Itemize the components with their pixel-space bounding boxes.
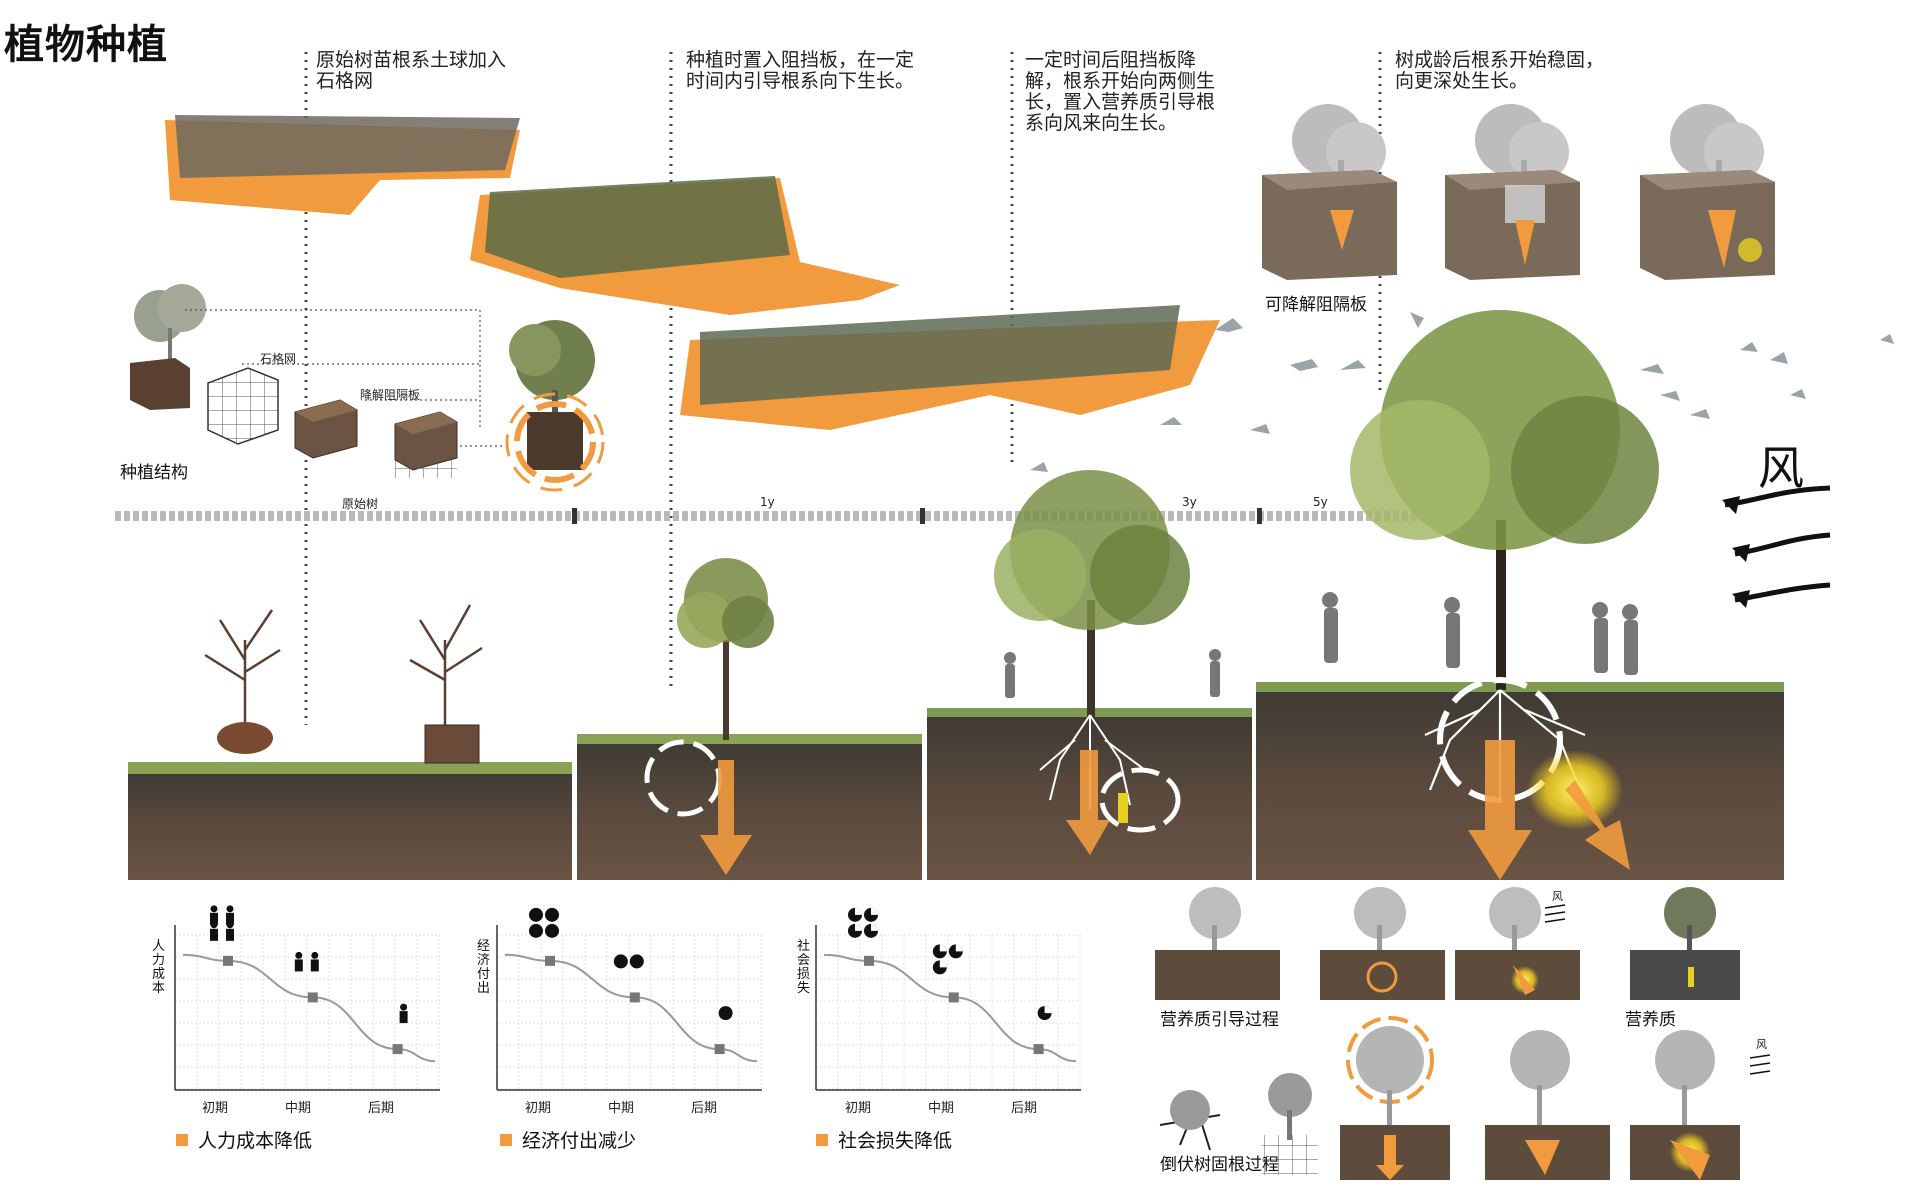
structure-cubes [130, 284, 605, 492]
wind-label-small-1: 风 [1552, 890, 1563, 903]
barrier-cubes [1262, 104, 1775, 280]
chart2-point-中期 [629, 992, 640, 1003]
pie-icon [955, 944, 963, 952]
note-barrier-down: 种植时置入阻挡板，在一定时间内引导根系向下生长。 [686, 49, 915, 92]
timeline-label-1y: 1y [760, 495, 775, 509]
saplings [204, 604, 483, 730]
chart3-legend-swatch [816, 1134, 828, 1146]
person-icon [310, 959, 319, 972]
money-bag-icon [545, 923, 559, 938]
timeline [115, 508, 1445, 524]
chart1-ylabel: 人力成本 [152, 939, 166, 996]
person-icon [210, 905, 218, 913]
note-nutrient-wind: 一定时间后阻挡板降解，根系开始向两侧生长，置入营养质引导根系向风来向生长。 [1025, 49, 1216, 134]
chart1-legend-swatch [176, 1134, 188, 1146]
cost-charts [174, 905, 1081, 1091]
wind-label-small-2: 风 [1756, 1038, 1767, 1051]
tree-year1 [644, 558, 774, 875]
nutrient-guide-label: 营养质引导过程 [1160, 1010, 1279, 1030]
person-icon [311, 951, 319, 959]
chart3-point-后期 [1033, 1044, 1044, 1055]
chart1-point-中期 [307, 992, 318, 1003]
chart2-tick-late: 后期 [691, 1101, 718, 1116]
person-icon [210, 928, 218, 941]
mesh-label: 石格网 [260, 352, 297, 366]
timeline-label-3y: 3y [1182, 495, 1197, 509]
chart1-legend: 人力成本降低 [198, 1130, 313, 1152]
page-title: 植物种植 [4, 22, 168, 68]
tree-year5 [1350, 310, 1659, 880]
chart2-ylabel: 经济付出 [477, 939, 491, 996]
money-bag-icon [718, 1006, 733, 1021]
chart1-point-初期 [223, 955, 233, 966]
timeline-label-origin: 原始树 [342, 497, 379, 511]
barrier-label: 降解阻隔板 [360, 388, 421, 402]
pie-icon [1044, 1006, 1052, 1014]
chart2-legend-swatch [500, 1134, 512, 1146]
process-thumbnails [1155, 887, 1740, 1180]
structure-connectors [185, 309, 505, 447]
chart2-tick-mid: 中期 [608, 1101, 635, 1116]
chart3-point-初期 [864, 955, 874, 966]
fallen-tree-label: 倒伏树固根过程 [1160, 1155, 1279, 1175]
chart2-point-初期 [545, 955, 555, 966]
chart1-tick-late: 后期 [368, 1101, 395, 1116]
wind-arrows [1724, 485, 1831, 603]
wind-label: 风 [1758, 441, 1804, 495]
money-bag-icon [529, 923, 543, 938]
person-icon [210, 921, 218, 929]
note-mature-tree: 树成龄后根系开始稳固，向更深处生长。 [1395, 49, 1605, 92]
person-icon [226, 905, 234, 913]
money-bag-icon [529, 907, 543, 922]
pie-icon [871, 907, 878, 915]
chart3-point-中期 [948, 992, 959, 1003]
chart3-tick-late: 后期 [1011, 1101, 1038, 1116]
chart3-ylabel: 社会损失 [797, 939, 811, 996]
chart3-legend: 社会损失降低 [838, 1130, 953, 1152]
tree-year3 [994, 470, 1190, 855]
people [1004, 592, 1638, 698]
nutrient-label: 营养质 [1625, 1010, 1676, 1030]
pie-icon [871, 923, 878, 931]
chart1-tick-early: 初期 [202, 1101, 229, 1116]
chart1-tick-mid: 中期 [285, 1101, 312, 1116]
pie-icon [855, 923, 862, 931]
chart2-legend: 经济付出减少 [522, 1130, 637, 1152]
chart3-tick-mid: 中期 [928, 1101, 955, 1116]
timeline-label-5y: 5y [1313, 495, 1328, 509]
chart3-tick-early: 初期 [845, 1101, 872, 1116]
person-icon [399, 1011, 408, 1024]
person-icon [400, 1003, 408, 1011]
person-icon [226, 912, 234, 925]
pie-icon [939, 944, 947, 952]
birds [1030, 312, 1894, 472]
person-icon [295, 951, 303, 959]
person-icon [210, 912, 218, 925]
photo-collage-strips [165, 115, 1220, 430]
person-icon [294, 959, 303, 972]
note-root-ball: 原始树苗根系土球加入石格网 [316, 49, 507, 92]
pie-icon [855, 907, 862, 915]
money-bag-icon [545, 907, 559, 922]
pie-icon [939, 960, 947, 968]
person-icon [226, 921, 234, 929]
structure-title: 种植结构 [120, 463, 188, 483]
chart2-tick-early: 初期 [525, 1101, 552, 1116]
chart1-point-后期 [392, 1044, 403, 1055]
degradable-barrier-label: 可降解阻隔板 [1265, 295, 1367, 315]
money-bag-icon [613, 954, 628, 969]
small-wind-arrows [1544, 904, 1771, 1075]
chart2-point-后期 [714, 1044, 725, 1055]
money-bag-icon [629, 954, 644, 969]
person-icon [226, 928, 234, 941]
